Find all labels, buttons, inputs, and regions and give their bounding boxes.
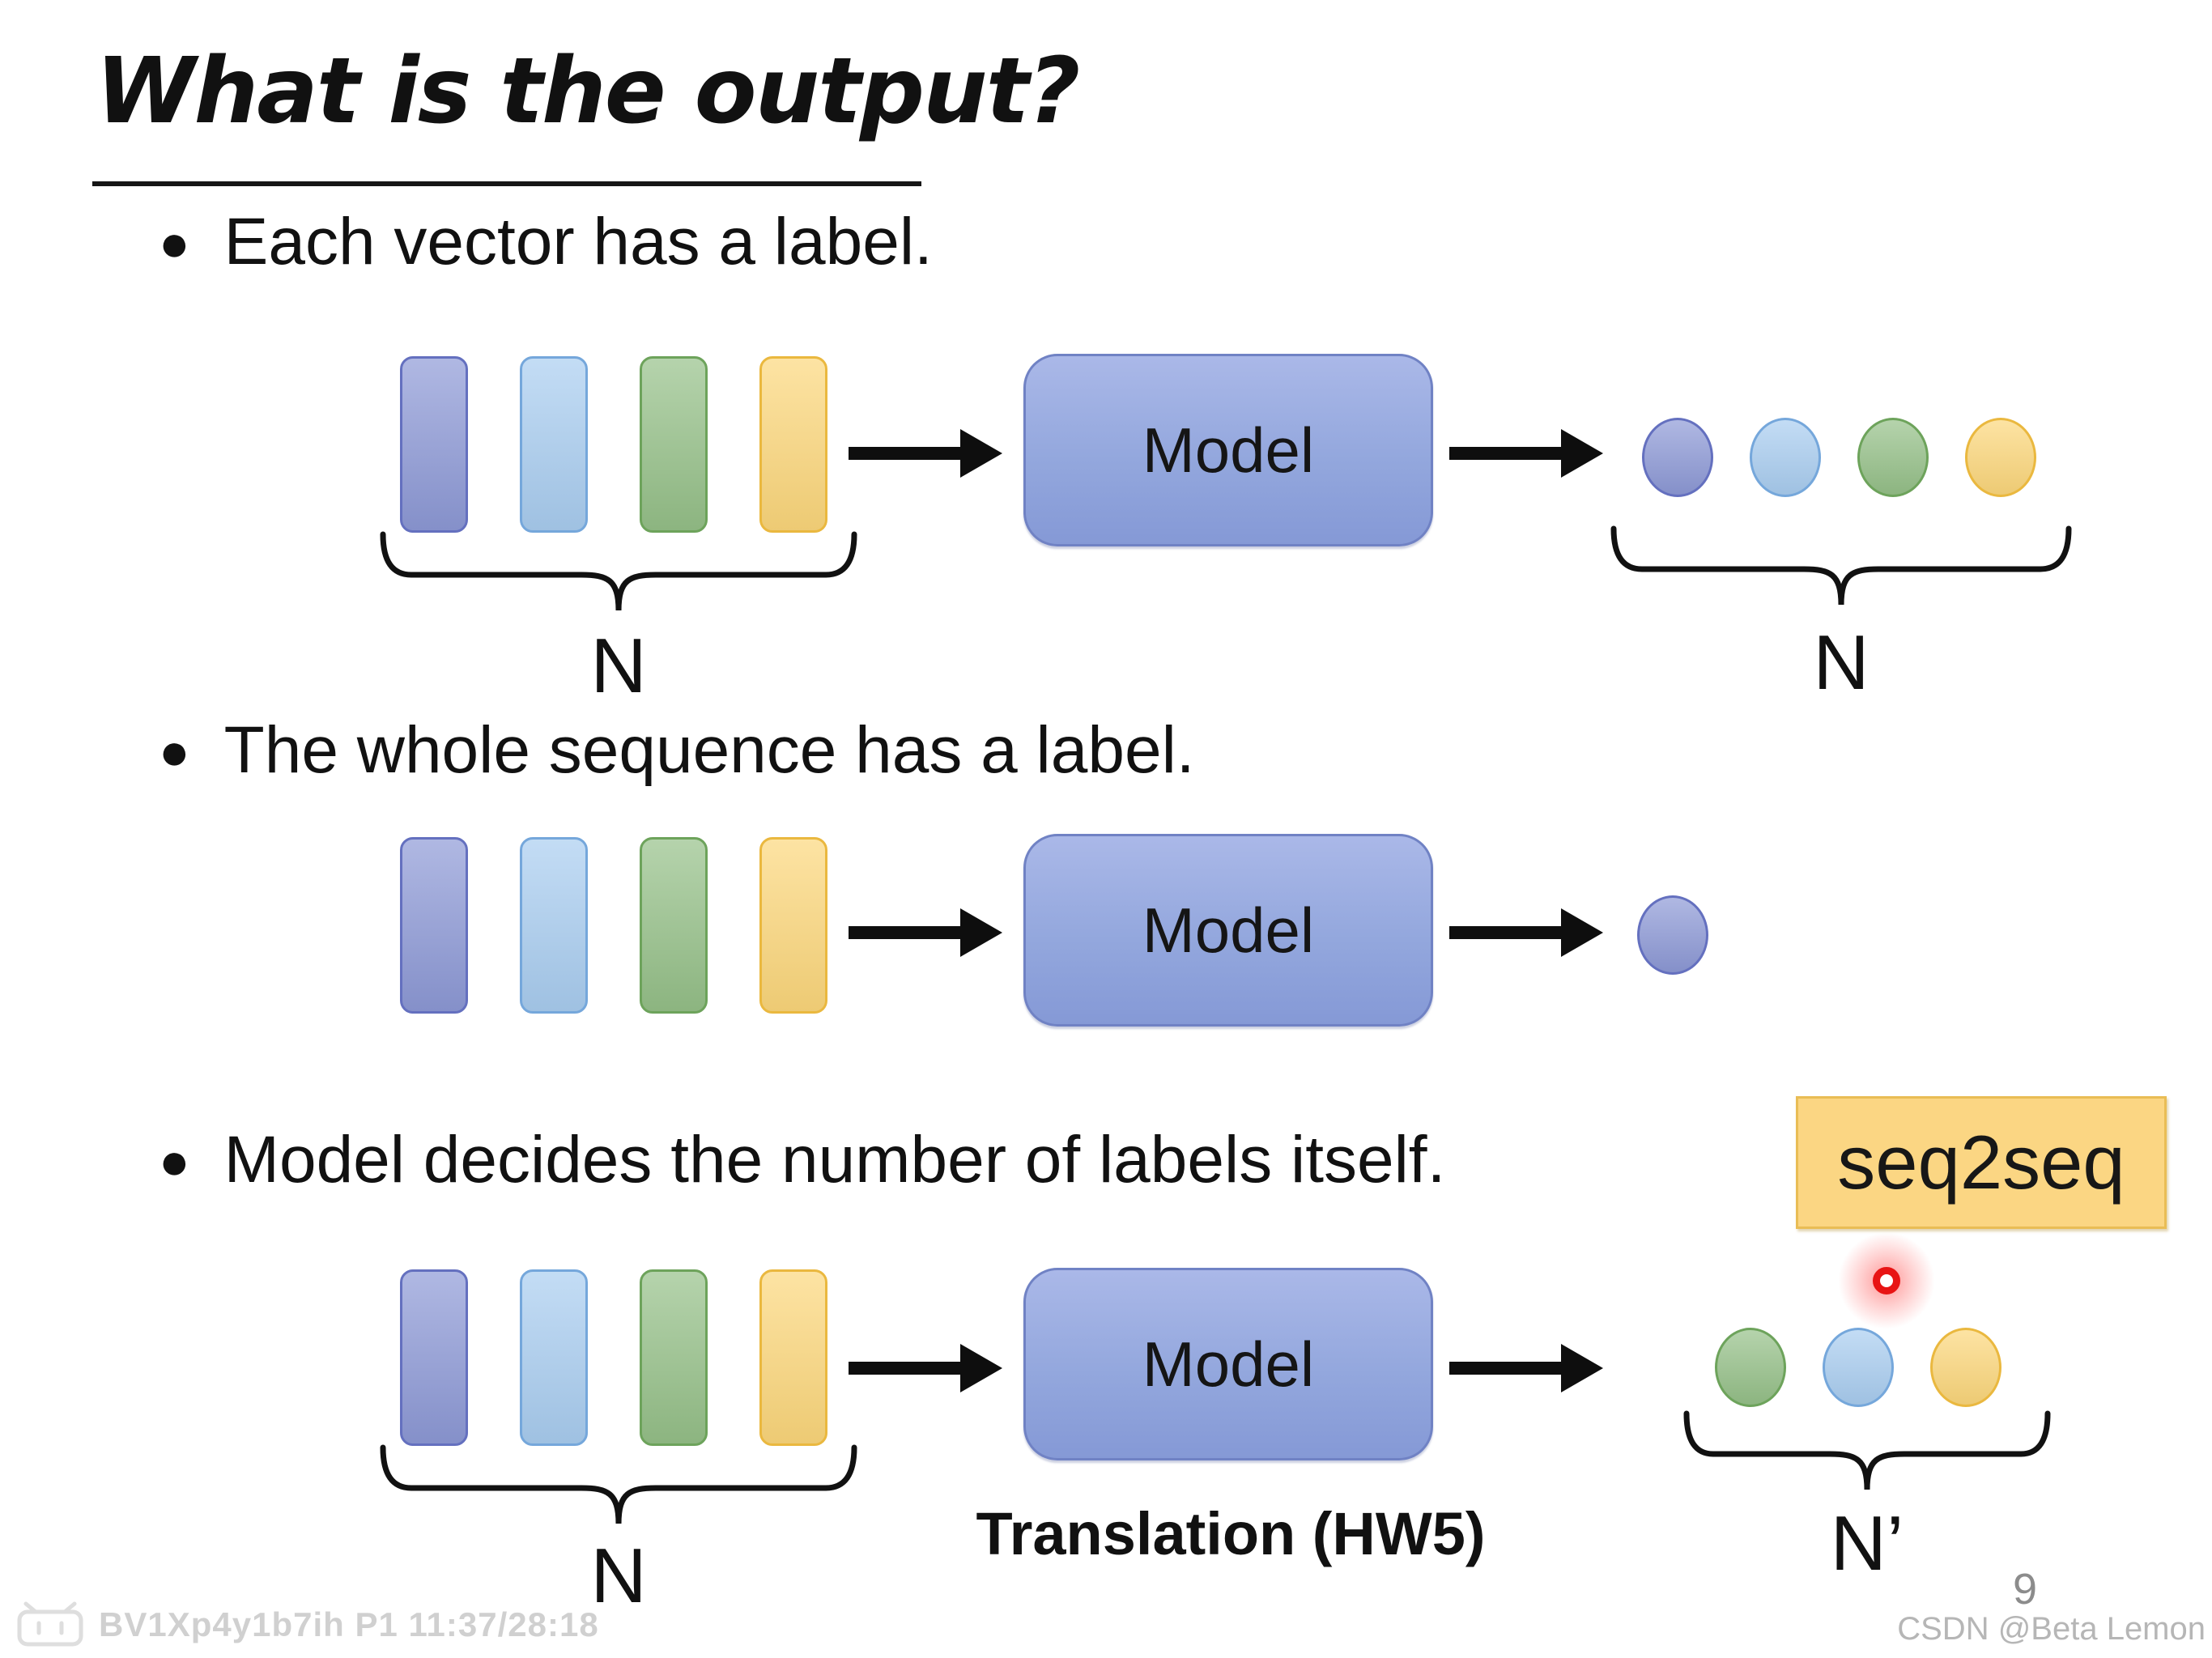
brace-output-row3 [1683,1410,2051,1490]
vector-rect-lightBlue [520,837,588,1014]
page-title: What is the output? [96,39,1080,144]
bullet-seq2seq: ● Model decides the number of labels its… [159,1122,1445,1200]
model-box-row3: Model [1023,1268,1433,1460]
video-watermark: BV1Xp4y1b7ih P1 11:37/28:18 [15,1601,599,1648]
bullet-text: The whole sequence has a label. [223,713,1195,787]
vector-rect-yellow [759,837,827,1014]
page-number: 9 [2013,1565,2038,1613]
label-circle-lightBlue [1823,1328,1894,1407]
model-box-row1: Model [1023,354,1433,546]
output-label-row2 [1637,895,1708,975]
model-label: Model [1142,414,1315,486]
vector-rect-yellow [759,356,827,533]
title-underline [92,181,921,186]
brace-input-row3 [380,1444,857,1524]
input-vectors-row1 [400,356,827,533]
vector-rect-purpleBlue [400,356,468,533]
label-circle-green [1857,418,1929,497]
brace-output-row1 [1610,525,2072,606]
arrow-shaft [849,1362,963,1375]
input-vectors-row3 [400,1269,827,1446]
bilibili-logo-icon [17,1601,83,1647]
arrow-head [1561,429,1603,478]
vector-rect-purpleBlue [400,837,468,1014]
arrow-right-icon [1449,908,1603,957]
label-circle-yellow [1930,1328,2001,1407]
arrow-head [960,1344,1002,1392]
arrow-shaft [1449,447,1564,460]
model-box-row2: Model [1023,834,1433,1027]
arrow-shaft [849,926,963,939]
vector-rect-yellow [759,1269,827,1446]
translation-caption: Translation (HW5) [976,1500,1486,1567]
arrow-right-icon [849,1344,1002,1392]
bullet-each-vector: ● Each vector has a label. [159,204,933,282]
arrow-right-icon [849,908,1002,957]
arrow-head [960,908,1002,957]
brace-input-row1 [380,531,857,611]
arrow-head [1561,1344,1603,1392]
bullet-text: Each vector has a label. [223,205,933,278]
label-circle-green [1715,1328,1786,1407]
bullet-text: Model decides the number of labels itsel… [223,1123,1446,1197]
n-prime-label-output-row3: N’ [1830,1500,1904,1587]
n-label-input-row1: N [590,623,647,709]
n-label-input-row3: N [590,1533,647,1619]
vector-rect-lightBlue [520,356,588,533]
arrow-right-icon [849,429,1002,478]
arrow-shaft [849,447,963,460]
output-labels-row3 [1715,1328,2001,1407]
input-vectors-row2 [400,837,827,1014]
vector-rect-purpleBlue [400,1269,468,1446]
vector-rect-green [640,837,708,1014]
bullet-dot-icon: ● [159,214,190,272]
video-watermark-text: BV1Xp4y1b7ih P1 11:37/28:18 [99,1605,599,1643]
bullet-whole-sequence: ● The whole sequence has a label. [159,712,1195,790]
arrow-head [960,429,1002,478]
vector-rect-green [640,1269,708,1446]
model-label: Model [1142,894,1315,966]
n-label-output-row1: N [1813,619,1870,706]
arrow-shaft [1449,1362,1564,1375]
arrow-shaft [1449,926,1564,939]
laser-pointer-icon [1873,1267,1900,1295]
arrow-right-icon [1449,1344,1603,1392]
arrow-right-icon [1449,429,1603,478]
output-labels-row1 [1642,418,2036,497]
model-label: Model [1142,1328,1315,1400]
label-circle-purpleBlue [1637,895,1708,975]
label-circle-purpleBlue [1642,418,1713,497]
csdn-watermark: CSDN @Beta Lemon [1897,1611,2206,1647]
vector-rect-green [640,356,708,533]
bullet-dot-icon: ● [159,722,190,780]
vector-rect-lightBlue [520,1269,588,1446]
seq2seq-label: seq2seq [1837,1120,2125,1205]
label-circle-lightBlue [1750,418,1821,497]
bullet-dot-icon: ● [159,1132,190,1190]
arrow-head [1561,908,1603,957]
label-circle-yellow [1965,418,2036,497]
seq2seq-tag: seq2seq [1796,1096,2167,1229]
